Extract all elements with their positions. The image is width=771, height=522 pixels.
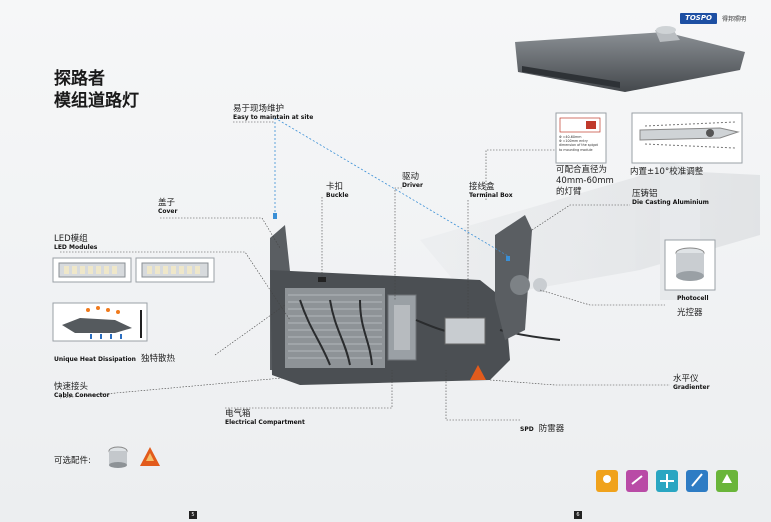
callout-cover: 盖子 Cover [158, 198, 178, 215]
callout-led-modules: LED模组 LED Modules [54, 234, 98, 251]
spigot-diagram [555, 112, 607, 164]
page-number-left: 5 [189, 511, 197, 519]
heat-dissipation-graphic [52, 302, 148, 342]
lamp-top-view [515, 26, 745, 92]
callout-cable-connector: 快速接头 Cable Connector [54, 382, 110, 399]
led-modules-graphic [52, 257, 215, 283]
callout-calibration: 内置±10°校准调整 [630, 167, 704, 177]
brand-subtitle: 得邦照明 [722, 16, 747, 23]
callout-spd: SPD 防雷器 [520, 424, 565, 434]
callout-maintain: 易于现场维护 Easy to maintain at site [233, 104, 314, 121]
callout-gradienter: 水平仪 Gradienter [673, 374, 710, 391]
open-luminaire [270, 213, 561, 385]
callout-photocell: Photocell 光控器 [677, 295, 709, 318]
optional-accessories-label: 可选配件: [54, 456, 91, 466]
callout-arm-diameter: 可配合直径为 40mm-60mm 的灯臂 [556, 165, 614, 197]
callout-heat-dissipation: Unique Heat Dissipation 独特散热 [54, 354, 176, 364]
callout-driver: 驱动 Driver [402, 172, 423, 189]
photocell-graphic [664, 239, 716, 291]
spigot-note: Φ =40-60mm Φ =100mm entry dimension of t… [559, 135, 598, 152]
feature-icons [596, 470, 738, 492]
callout-buckle: 卡扣 Buckle [326, 182, 349, 199]
callout-terminal-box: 接线盒 Terminal Box [469, 182, 513, 199]
brand-logo: TOSPO [680, 13, 717, 24]
optional-accessories [108, 446, 160, 468]
page-title: 探路者 模组道路灯 [54, 68, 139, 112]
callout-die-casting: 压铸铝 Die Casting Aluminium [632, 189, 709, 206]
page-number-right: 6 [574, 511, 582, 519]
title-line-1: 探路者 [54, 69, 105, 89]
callout-electrical-compartment: 电气箱 Electrical Compartment [225, 409, 305, 426]
title-line-2: 模组道路灯 [54, 91, 139, 111]
calibration-diagram [631, 112, 743, 164]
